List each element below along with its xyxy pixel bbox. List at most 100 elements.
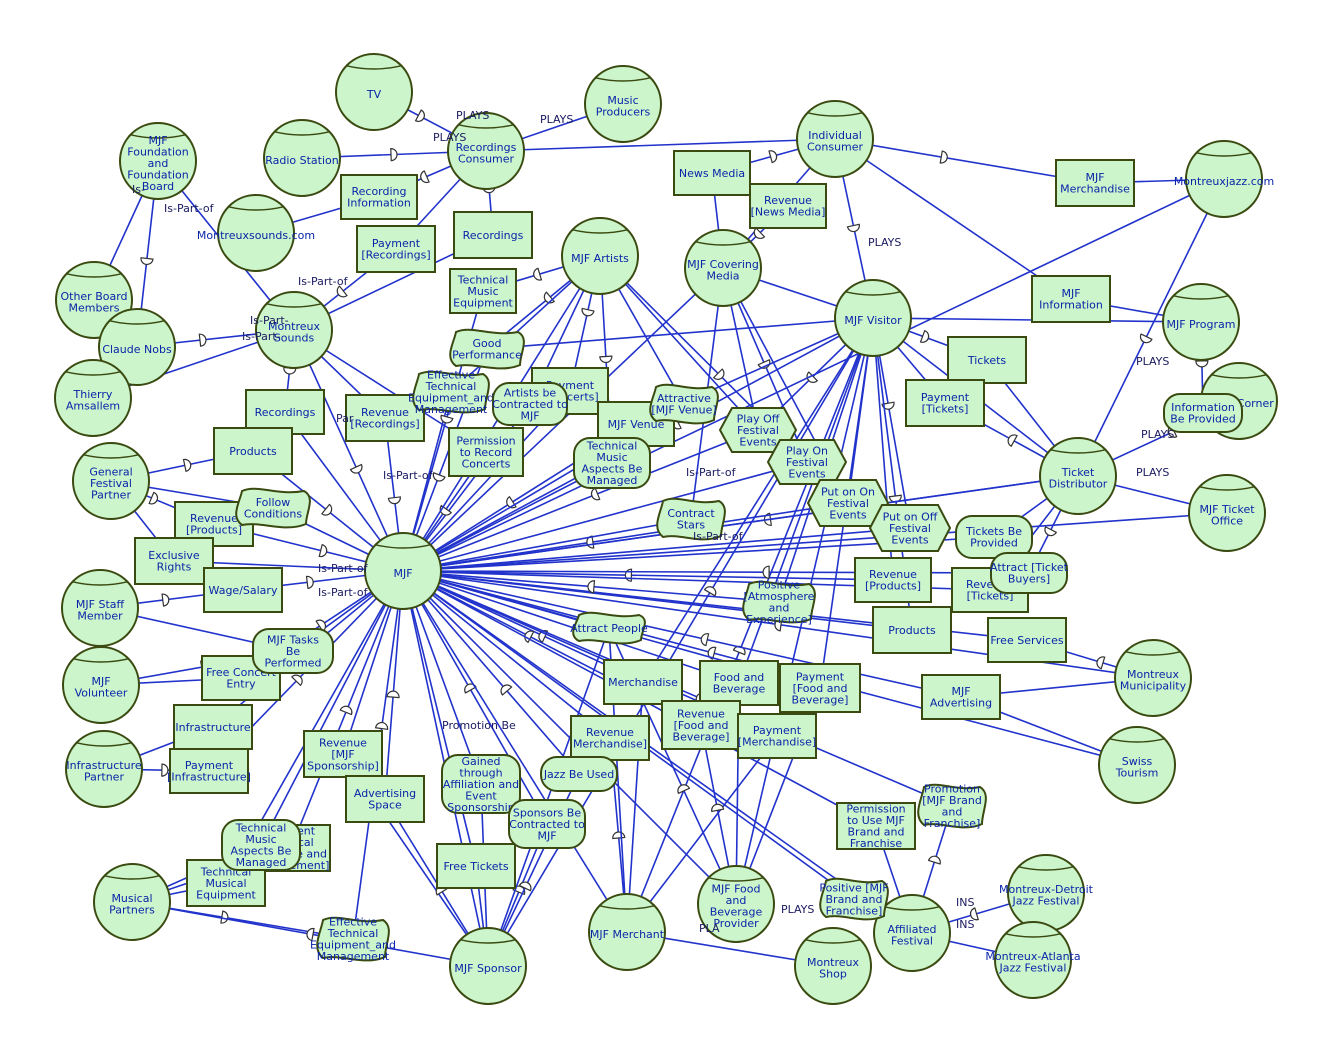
dependency-marker xyxy=(587,580,596,594)
resource-news-media[interactable]: News Media xyxy=(673,150,751,196)
resource-merchandise[interactable]: Merchandise xyxy=(603,659,683,705)
actor-claude-nobs[interactable]: Claude Nobs xyxy=(98,308,176,386)
resource-products-right[interactable]: Products xyxy=(872,606,952,654)
resource-revenue-news-media[interactable]: Revenue[News Media] xyxy=(749,183,827,229)
resource-recordings-left[interactable]: Recordings xyxy=(245,389,325,435)
resource-payment-merchandise[interactable]: Payment[Merchandise] xyxy=(737,713,817,759)
link-label: PLAYS xyxy=(433,131,466,144)
softgoal-attractive-venue[interactable]: Attractive[MJF Venue] xyxy=(649,383,719,425)
goal-jazz-be-used[interactable]: Jazz Be Used xyxy=(540,756,618,792)
dependency-marker xyxy=(612,831,626,840)
resource-revenue-recordings[interactable]: Revenue[Recordings] xyxy=(345,394,425,442)
resource-tickets[interactable]: Tickets xyxy=(947,336,1027,384)
actor-mjf-artists[interactable]: MJF Artists xyxy=(561,217,639,295)
resource-payment-tickets[interactable]: Payment[Tickets] xyxy=(905,379,985,427)
actor-tv[interactable]: TV xyxy=(335,53,413,131)
resource-recordings-top[interactable]: Recordings xyxy=(453,211,533,259)
actor-montreuxsounds-com[interactable]: Montreuxsounds.com xyxy=(197,194,315,272)
resource-free-services[interactable]: Free Services xyxy=(987,617,1067,663)
actor-mjf-sponsor[interactable]: MJF Sponsor xyxy=(449,927,527,1005)
dependency-marker xyxy=(305,575,314,589)
actor-mjf-program[interactable]: MJF Program xyxy=(1162,283,1240,361)
dependency-marker xyxy=(432,472,446,482)
actor-mjf-merchant[interactable]: MJF Merchant xyxy=(588,893,666,971)
resource-infrastructure[interactable]: Infrastructure xyxy=(173,704,253,750)
actor-montreuxjazz[interactable]: Montreuxjazz.com xyxy=(1174,140,1274,218)
resource-payment-recordings[interactable]: Payment[Recordings] xyxy=(356,225,436,273)
resource-products-left[interactable]: Products xyxy=(213,427,293,475)
resource-revenue-products-right[interactable]: Revenue[Products] xyxy=(854,557,932,603)
softgoal-attract-people[interactable]: Attract People xyxy=(570,611,648,645)
actor-mjf-visitor[interactable]: MJF Visitor xyxy=(834,279,912,357)
resource-wage-salary[interactable]: Wage/Salary xyxy=(203,567,283,613)
resource-free-tickets[interactable]: Free Tickets xyxy=(436,843,516,889)
node-label: Free Tickets xyxy=(443,860,508,873)
actor-radio-station[interactable]: Radio Station xyxy=(263,119,341,197)
actor-mjf[interactable]: MJF xyxy=(364,532,442,610)
resource-payment-infrastructure[interactable]: Payment[Infrastructure] xyxy=(167,748,251,794)
